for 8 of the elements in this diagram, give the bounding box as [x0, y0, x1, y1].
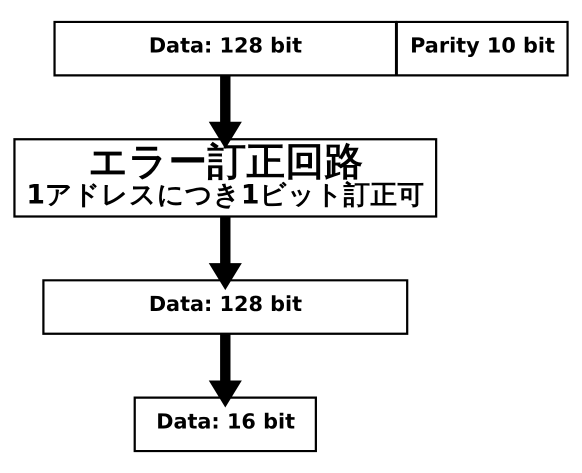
node-box: Data: 16 bit [134, 396, 317, 452]
arrow [208, 334, 242, 408]
arrow [208, 216, 242, 290]
node-box: Data: 128 bit [42, 279, 408, 335]
arrow [208, 76, 242, 149]
node-box: Parity 10 bit [396, 20, 569, 76]
node-box: Data: 128 bit [53, 20, 398, 76]
node-box: エラー訂正回路 1アドレスにつき1ビット訂正可 [13, 138, 438, 218]
